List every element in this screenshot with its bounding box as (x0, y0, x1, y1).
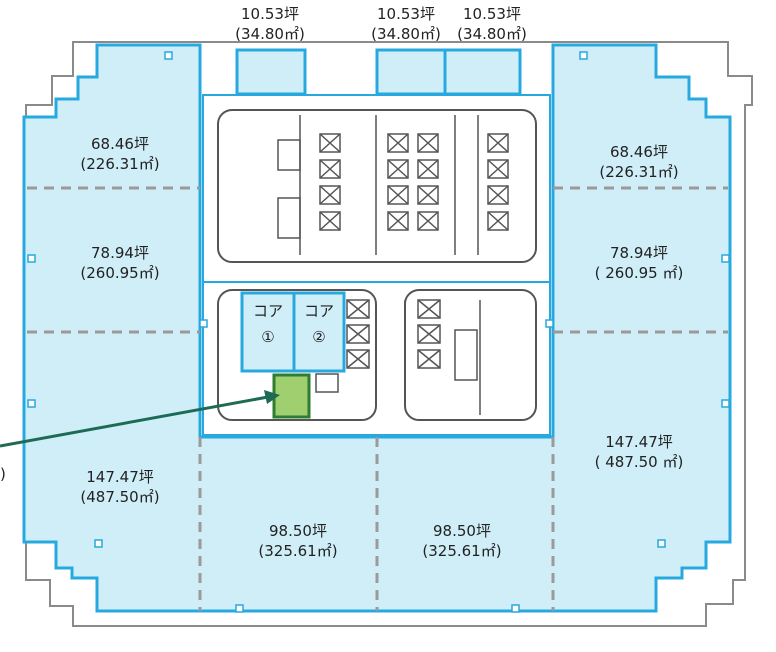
east-unit-3-tsubo: 147.47坪 (605, 433, 673, 451)
column-markers (27, 51, 730, 613)
leader-arrow-line (0, 395, 269, 448)
east-unit-3-label: 147.47坪 ( 487.50 ㎡) (574, 432, 704, 472)
west-unit-3-label: 147.47坪 (487.50㎡) (55, 467, 185, 507)
south-unit-1-tsubo: 98.50坪 (269, 522, 327, 540)
east-unit-2-sqm: ( 260.95 ㎡) (594, 264, 684, 282)
top-unit-1-label: 10.53坪 (34.80㎡) (222, 4, 318, 44)
core-room-2-label: コア ② (294, 298, 344, 350)
south-unit-2-label: 98.50坪 (325.61㎡) (397, 521, 527, 561)
core-inner-wall-upper (217, 109, 537, 263)
west-unit-2-sqm: (260.95㎡) (80, 264, 160, 282)
core-room-1-title: コア (252, 302, 283, 320)
west-unit-1-sqm: (226.31㎡) (80, 155, 160, 173)
top-unit-1-tsubo: 10.53坪 (241, 5, 299, 23)
west-unit-1-tsubo: 68.46坪 (91, 135, 149, 153)
leader-arrow-head (264, 390, 280, 404)
unit-dividers (27, 186, 728, 611)
top-unit-1-sqm: (34.80㎡) (235, 25, 305, 43)
south-unit-1-sqm: (325.61㎡) (258, 542, 338, 560)
core-room-2-title: コア (303, 302, 334, 320)
top-unit-1 (235, 48, 307, 96)
east-unit-2-tsubo: 78.94坪 (610, 244, 668, 262)
south-unit-2-sqm: (325.61㎡) (422, 542, 502, 560)
core-room-1-label: コア ① (242, 298, 294, 350)
east-unit-1-label: 68.46坪 (226.31㎡) (574, 142, 704, 182)
west-unit-1-label: 68.46坪 (226.31㎡) (55, 134, 185, 174)
east-unit-3-sqm: ( 487.50 ㎡) (594, 453, 684, 471)
top-unit-3-label: 10.53坪 (34.80㎡) (444, 4, 540, 44)
east-unit-2-label: 78.94坪 ( 260.95 ㎡) (574, 243, 704, 283)
top-unit-2 (375, 48, 447, 96)
east-unit-1-sqm: (226.31㎡) (599, 163, 679, 181)
highlighted-room (272, 373, 311, 419)
top-unit-2-label: 10.53坪 (34.80㎡) (358, 4, 454, 44)
core-room-2 (292, 291, 346, 373)
south-unit-2-tsubo: 98.50坪 (433, 522, 491, 540)
west-unit-2-tsubo: 78.94坪 (91, 244, 149, 262)
elevator-bank-upper (277, 115, 509, 255)
west-unit-3-tsubo: 147.47坪 (86, 468, 154, 486)
elevator-bank-lower (315, 299, 481, 415)
core-room-2-number: ② (312, 328, 326, 346)
top-unit-3-tsubo: 10.53坪 (463, 5, 521, 23)
edge-fragment: ) (0, 465, 6, 483)
south-unit-1-label: 98.50坪 (325.61㎡) (233, 521, 363, 561)
top-unit-3-sqm: (34.80㎡) (457, 25, 527, 43)
east-unit-1-tsubo: 68.46坪 (610, 143, 668, 161)
core-room-1-number: ① (261, 328, 275, 346)
core-inner-wall-lower-left (217, 289, 377, 421)
west-unit-3-sqm: (487.50㎡) (80, 488, 160, 506)
top-unit-2-sqm: (34.80㎡) (371, 25, 441, 43)
top-unit-2-tsubo: 10.53坪 (377, 5, 435, 23)
west-unit-2-label: 78.94坪 (260.95㎡) (55, 243, 185, 283)
top-unit-3 (443, 48, 522, 96)
outer-wall (25, 41, 753, 627)
